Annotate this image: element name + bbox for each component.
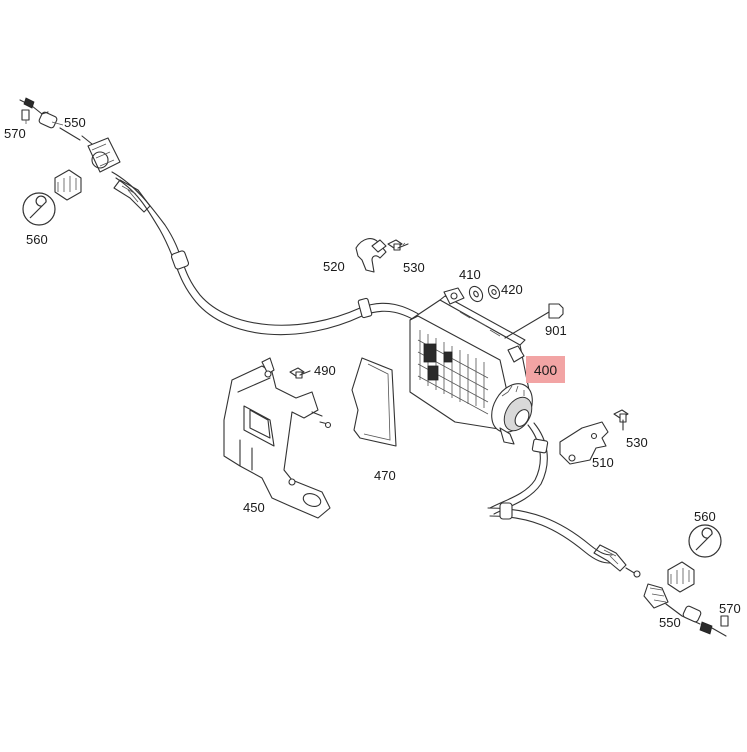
cable-nut — [54, 169, 82, 201]
cable-grommet — [357, 297, 373, 319]
pad-470 — [351, 357, 397, 447]
cable-grommet — [170, 250, 190, 270]
bolt-530 — [387, 239, 409, 251]
wrench-icon — [688, 524, 722, 558]
callout-410[interactable]: 410 — [459, 267, 481, 282]
callout-530-top[interactable]: 530 — [403, 260, 425, 275]
callout-560-bottom[interactable]: 560 — [694, 509, 716, 524]
callout-570-bottom[interactable]: 570 — [719, 601, 741, 616]
cable-grommet — [499, 502, 513, 520]
bracket-520 — [355, 238, 387, 273]
upper-cable — [19, 97, 426, 336]
cable-nut — [667, 561, 695, 593]
bolt-490 — [289, 367, 311, 379]
washers-410-420 — [468, 284, 501, 303]
callout-520[interactable]: 520 — [323, 259, 345, 274]
callout-550-top[interactable]: 550 — [64, 115, 86, 130]
callout-490[interactable]: 490 — [314, 363, 336, 378]
lower-cable — [487, 422, 729, 637]
callout-560-top[interactable]: 560 — [26, 232, 48, 247]
tag-icon — [720, 615, 729, 627]
bracket-510 — [559, 421, 609, 465]
callout-450[interactable]: 450 — [243, 500, 265, 515]
actuator-400 — [409, 287, 533, 445]
bracket-450 — [223, 357, 332, 519]
callout-570-top[interactable]: 570 — [4, 126, 26, 141]
wrench-icon — [22, 192, 56, 226]
callout-550-bottom[interactable]: 550 — [659, 615, 681, 630]
tag-icon — [21, 109, 30, 121]
highlight-400[interactable]: 400 — [526, 356, 565, 383]
connector-icon — [504, 303, 564, 339]
callout-400: 400 — [533, 362, 558, 378]
callout-510[interactable]: 510 — [592, 455, 614, 470]
callout-530-right[interactable]: 530 — [626, 435, 648, 450]
callout-470[interactable]: 470 — [374, 468, 396, 483]
cable-grommet — [531, 438, 549, 454]
callout-901[interactable]: 901 — [545, 323, 567, 338]
callout-420[interactable]: 420 — [501, 282, 523, 297]
leader-lines — [25, 120, 64, 126]
bolt-530 — [613, 409, 629, 431]
